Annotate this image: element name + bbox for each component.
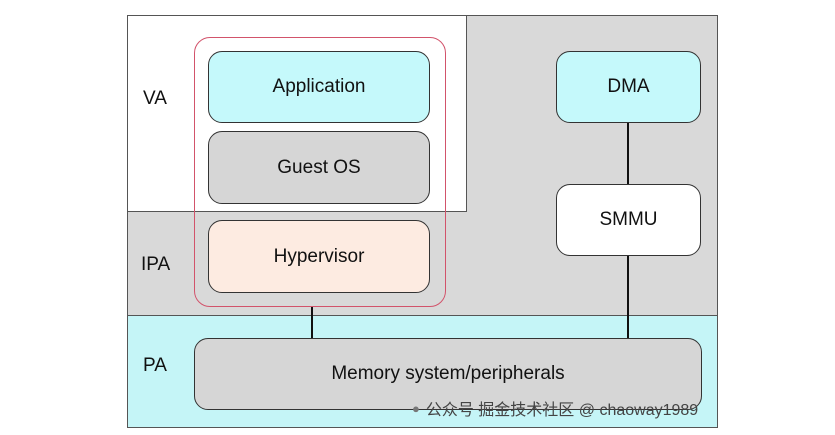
dma-label: DMA bbox=[607, 76, 650, 97]
guest-os-label: Guest OS bbox=[277, 156, 361, 178]
dma-box: DMA bbox=[556, 51, 701, 123]
dma-smmu-connector bbox=[627, 123, 629, 185]
wechat-icon: ● bbox=[412, 400, 420, 416]
virtual-machine-group bbox=[194, 37, 446, 307]
watermark: ● 公众号 掘金技术社区 @ chaoway1989 bbox=[412, 396, 824, 420]
ipa-label: IPA bbox=[141, 254, 171, 275]
hypervisor-box: Hypervisor bbox=[208, 220, 430, 293]
diagram-frame bbox=[127, 15, 718, 428]
memory-system-box: Memory system/peripherals bbox=[194, 338, 702, 410]
smmu-label: SMMU bbox=[599, 209, 658, 230]
smmu-box: SMMU bbox=[556, 184, 701, 256]
application-label: Application bbox=[272, 76, 366, 97]
pa-label: PA bbox=[143, 355, 167, 376]
smmu-memory-connector bbox=[627, 256, 629, 339]
application-box: Application bbox=[208, 51, 430, 123]
watermark-text: 公众号 掘金技术社区 @ chaoway1989 bbox=[425, 402, 699, 419]
va-label: VA bbox=[143, 88, 167, 109]
memory-system-label: Memory system/peripherals bbox=[331, 363, 565, 384]
hypervisor-memory-connector bbox=[311, 307, 313, 339]
hypervisor-label: Hypervisor bbox=[273, 245, 365, 267]
guest-os-box: Guest OS bbox=[208, 131, 430, 204]
